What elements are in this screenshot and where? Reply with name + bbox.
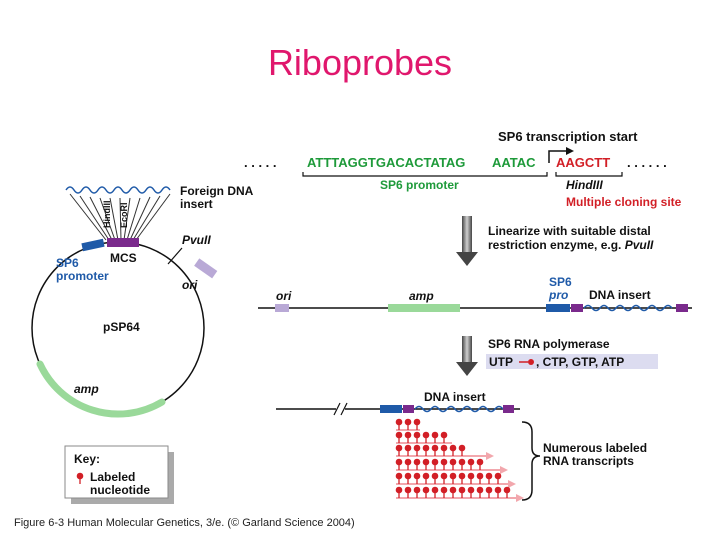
hindiii-small-label: HindIII [102, 201, 112, 229]
linear-amp-block [388, 304, 460, 312]
transcripts-label-1: Numerous labeled [543, 441, 647, 455]
plasmid-amp-segment [36, 360, 166, 418]
rna-transcript [395, 431, 452, 444]
polymerase-label: SP6 RNA polymerase [488, 337, 610, 351]
rna-transcript [395, 418, 421, 431]
plasmid-amp-label: amp [74, 382, 99, 396]
template-insert-label: DNA insert [424, 390, 486, 404]
linearize-arrow-head [456, 252, 478, 266]
plasmid-mcs-label: MCS [110, 251, 137, 265]
rna-transcripts [395, 418, 524, 502]
figure-caption: Figure 6-3 Human Molecular Genetics, 3/e… [14, 517, 355, 529]
linear-sp6-label-2: pro [548, 288, 568, 302]
transcription-start-arrowhead [566, 147, 574, 155]
ecori-small-label: EcoRI [119, 202, 129, 228]
linearize-arrow-shaft [462, 216, 472, 254]
foreign-insert-label-2: insert [180, 197, 213, 211]
foreign-insert-label-1: Foreign DNA [180, 184, 254, 198]
ntp-label: , CTP, GTP, ATP [536, 355, 624, 369]
template-insert-wave [414, 405, 504, 413]
insert-fan-lines [69, 193, 171, 241]
linear-insert-wave [583, 304, 673, 312]
pvuii-pointer [167, 247, 183, 265]
mcs-label: Multiple cloning site [566, 195, 682, 209]
slide-title: Riboprobes [267, 42, 453, 83]
template-break-1 [333, 402, 341, 416]
linear-sp6-label-1: SP6 [549, 275, 572, 289]
key-box [64, 445, 169, 499]
plasmid-pvuii-label: PvuII [182, 233, 211, 247]
template-mcs-block-right [503, 405, 514, 413]
rna-transcript [395, 444, 494, 460]
linear-ori-label: ori [276, 289, 292, 303]
plasmid-ori-label: ori [182, 278, 198, 292]
plasmid-sp6-promoter [81, 238, 105, 252]
transcription-start-label: SP6 transcription start [498, 129, 638, 144]
nucleotide-highlight [486, 354, 658, 369]
transcripts-label-2: RNA transcripts [543, 454, 634, 468]
template-break-2 [340, 402, 348, 416]
sequence-mcs: AAGCTT [556, 155, 610, 170]
rna-transcript [395, 472, 516, 488]
plasmid-sp6-label-2: promoter [56, 269, 109, 283]
rna-transcript [395, 486, 524, 502]
transcripts-brace [521, 421, 541, 501]
sequence-start: AATAC [492, 155, 536, 170]
plasmid-ori-block [194, 258, 218, 279]
rna-transcript [395, 458, 508, 474]
polymerase-arrow-shaft [462, 336, 472, 364]
utp-label: UTP [489, 355, 513, 369]
sequence-dots-left: . . . . . [244, 155, 277, 170]
plasmid-sp6-label-1: SP6 [56, 256, 79, 270]
plasmid-mcs-block [107, 238, 139, 247]
linearize-label-1: Linearize with suitable distal [488, 224, 651, 238]
utp-label-dot [528, 359, 534, 365]
linear-mcs-block-left [571, 304, 583, 312]
promoter-bracket [302, 172, 548, 177]
key-item-line-2: nucleotide [90, 483, 150, 497]
linear-amp-label: amp [409, 289, 434, 303]
polymerase-arrow-head [456, 362, 478, 376]
transcription-start-arrow [548, 150, 568, 163]
linear-insert-label: DNA insert [589, 288, 651, 302]
mcs-bracket [555, 172, 623, 177]
template-mcs-block-left [403, 405, 414, 413]
sequence-dots-right: . . . . . . [627, 155, 667, 170]
plasmid-name-label: pSP64 [103, 320, 140, 334]
linearize-label-2: restriction enzyme, e.g. PvuII [488, 238, 654, 252]
promoter-label: SP6 promoter [380, 178, 459, 192]
hindiii-label: HindIII [566, 178, 603, 192]
key-title: Key: [74, 452, 100, 466]
linear-sp6-block [546, 304, 570, 312]
sequence-promoter: ATTTAGGTGACACTATAG [307, 155, 465, 170]
key-item-line-1: Labeled [90, 470, 135, 484]
linear-mcs-block-right [676, 304, 688, 312]
foreign-dna-wave [65, 186, 171, 194]
template-sp6-block [380, 405, 402, 413]
linear-ori-block [275, 304, 289, 312]
